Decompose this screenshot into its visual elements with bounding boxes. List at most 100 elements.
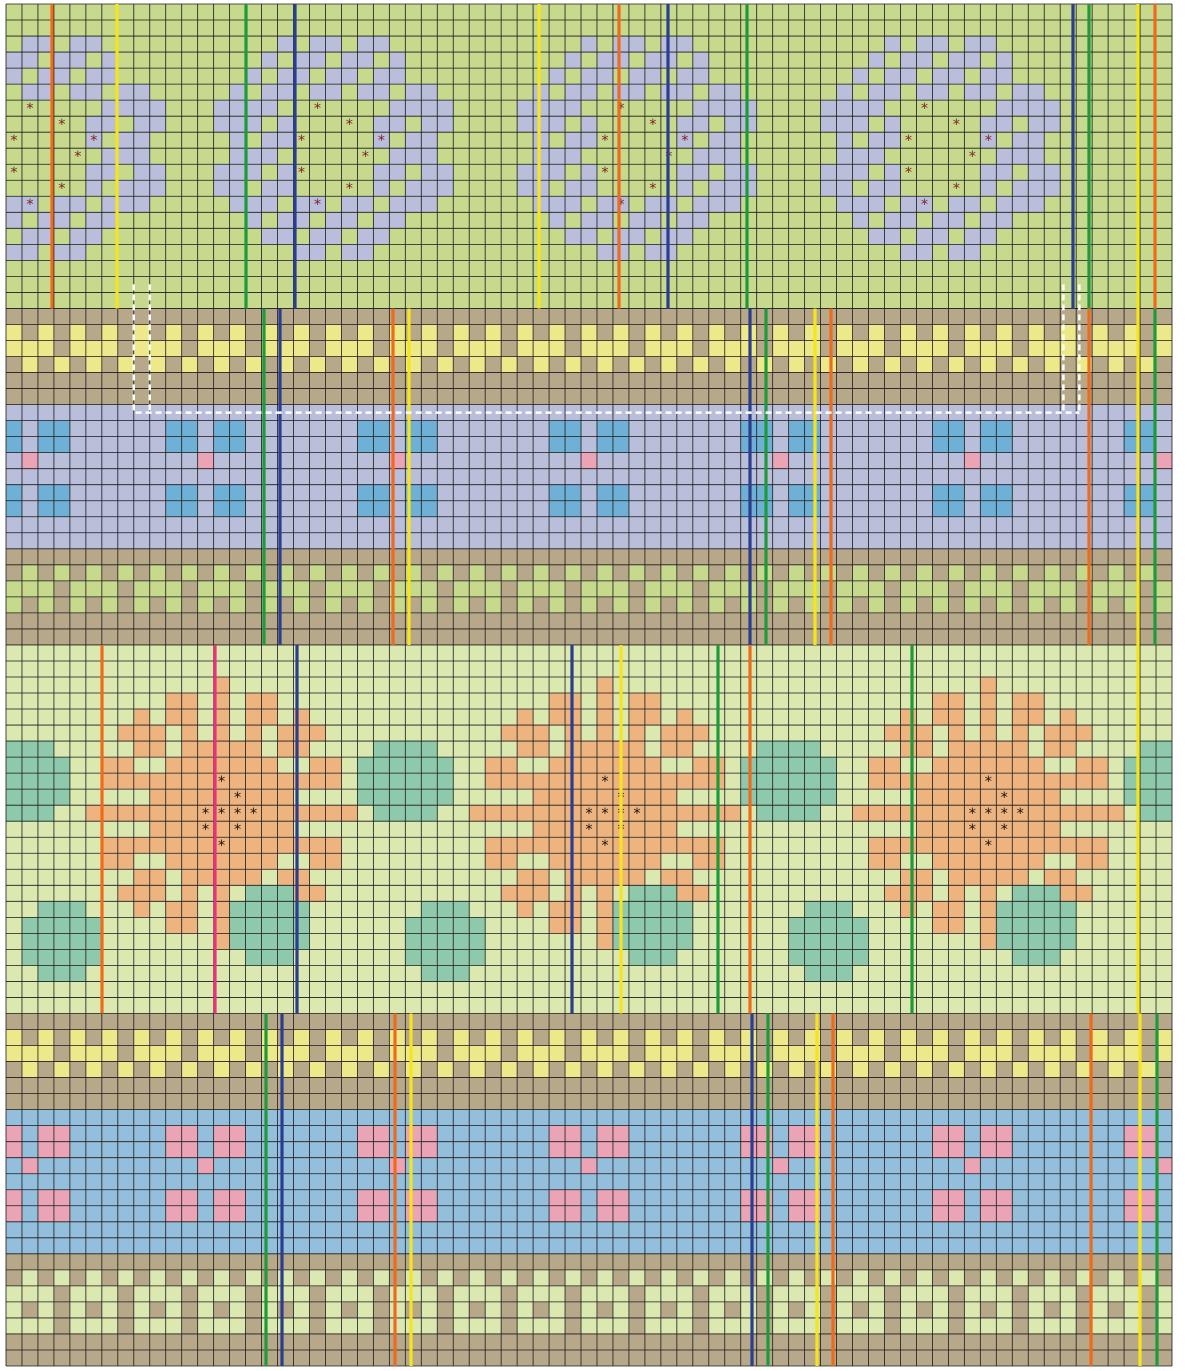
- rosette-stitch: [853, 68, 869, 84]
- sunflower-stitch: [549, 757, 565, 773]
- rosette-stitch: [421, 180, 437, 196]
- rosette-stitch: [1012, 100, 1028, 116]
- sunflower-stitch: [166, 757, 182, 773]
- rosette-stitch: [725, 180, 741, 196]
- sunflower-stitch: [1092, 837, 1108, 853]
- sunflower-stitch: [693, 805, 709, 821]
- sunflower-stitch: [932, 837, 948, 853]
- petal-stitch: [38, 1142, 54, 1158]
- leaf-stitch: [805, 741, 821, 757]
- sunflower-stitch: [948, 693, 964, 709]
- leaf-stitch: [789, 789, 805, 805]
- check-stitch: [501, 1270, 517, 1286]
- check-stitch: [1060, 1318, 1076, 1334]
- check-stitch: [549, 1046, 565, 1062]
- rosette-stitch: [677, 180, 693, 196]
- check-stitch: [645, 1286, 661, 1302]
- sunflower-stitch: [230, 853, 246, 869]
- check-stitch: [677, 1286, 693, 1302]
- petal-stitch: [166, 485, 182, 501]
- rosette-stitch: [709, 148, 725, 164]
- check-stitch: [230, 1030, 246, 1046]
- rosette-stitch: [821, 116, 837, 132]
- check-stitch: [214, 357, 230, 373]
- petal-stitch: [789, 1206, 805, 1222]
- sunflower-stitch: [1076, 885, 1092, 901]
- check-stitch: [996, 597, 1012, 613]
- check-stitch: [166, 340, 182, 356]
- check-stitch: [278, 1270, 294, 1286]
- stitch-symbol: *: [1001, 822, 1008, 838]
- rosette-stitch: [246, 116, 262, 132]
- rosette-stitch: [565, 100, 581, 116]
- check-stitch: [533, 1270, 549, 1286]
- rosette-stitch: [246, 212, 262, 228]
- sunflower-stitch: [693, 773, 709, 789]
- rosette-stitch: [246, 148, 262, 164]
- check-stitch: [341, 340, 357, 356]
- leaf-stitch: [373, 789, 389, 805]
- check-stitch: [661, 565, 677, 581]
- check-stitch: [102, 1318, 118, 1334]
- leaf-stitch: [357, 789, 373, 805]
- check-stitch: [262, 1286, 278, 1302]
- petal-stitch: [549, 1206, 565, 1222]
- check-stitch: [166, 581, 182, 597]
- check-stitch: [150, 1318, 166, 1334]
- petal-stitch: [996, 437, 1012, 453]
- petal-stitch: [38, 1206, 54, 1222]
- sunflower-stitch: [182, 837, 198, 853]
- check-stitch: [294, 1046, 310, 1062]
- petal-stitch: [6, 501, 22, 517]
- rosette-stitch: [884, 228, 900, 244]
- rosette-stitch: [741, 164, 757, 180]
- sunflower-stitch: [1012, 773, 1028, 789]
- rosette-stitch: [629, 228, 645, 244]
- check-stitch: [134, 1302, 150, 1318]
- rosette-stitch: [677, 212, 693, 228]
- check-stitch: [549, 1318, 565, 1334]
- rosette-stitch: [118, 148, 134, 164]
- sunflower-stitch: [198, 837, 214, 853]
- sunflower-stitch: [517, 805, 533, 821]
- sunflower-stitch: [1012, 837, 1028, 853]
- check-stitch: [725, 1318, 741, 1334]
- sunflower-stitch: [996, 741, 1012, 757]
- flower-center-stitch: [773, 1158, 789, 1174]
- sunflower-stitch: [1076, 773, 1092, 789]
- check-stitch: [38, 1046, 54, 1062]
- stitch-symbol: *: [905, 133, 912, 149]
- check-stitch: [102, 340, 118, 356]
- check-stitch: [645, 340, 661, 356]
- sunflower-stitch: [948, 805, 964, 821]
- sunflower-stitch: [325, 773, 341, 789]
- check-stitch: [581, 1318, 597, 1334]
- petal-stitch: [166, 501, 182, 517]
- check-stitch: [581, 1286, 597, 1302]
- check-stitch: [294, 581, 310, 597]
- sunflower-stitch: [693, 725, 709, 741]
- check-stitch: [932, 1030, 948, 1046]
- check-stitch: [1044, 1286, 1060, 1302]
- sunflower-stitch: [645, 709, 661, 725]
- sunflower-stitch: [980, 757, 996, 773]
- sunflower-stitch: [134, 901, 150, 917]
- sunflower-stitch: [549, 805, 565, 821]
- sunflower-stitch: [900, 709, 916, 725]
- check-stitch: [22, 357, 38, 373]
- rosette-stitch: [869, 228, 885, 244]
- petal-stitch: [230, 1206, 246, 1222]
- sunflower-stitch: [996, 837, 1012, 853]
- flower-center-stitch: [22, 1158, 38, 1174]
- check-stitch: [629, 565, 645, 581]
- sunflower-stitch: [948, 725, 964, 741]
- sunflower-stitch: [597, 789, 613, 805]
- check-stitch: [341, 1270, 357, 1286]
- leaf-stitch: [22, 789, 38, 805]
- sunflower-stitch: [900, 869, 916, 885]
- rosette-stitch: [134, 100, 150, 116]
- check-stitch: [1108, 1286, 1124, 1302]
- check-stitch: [613, 1302, 629, 1318]
- flower-center-stitch: [964, 453, 980, 469]
- check-stitch: [230, 1302, 246, 1318]
